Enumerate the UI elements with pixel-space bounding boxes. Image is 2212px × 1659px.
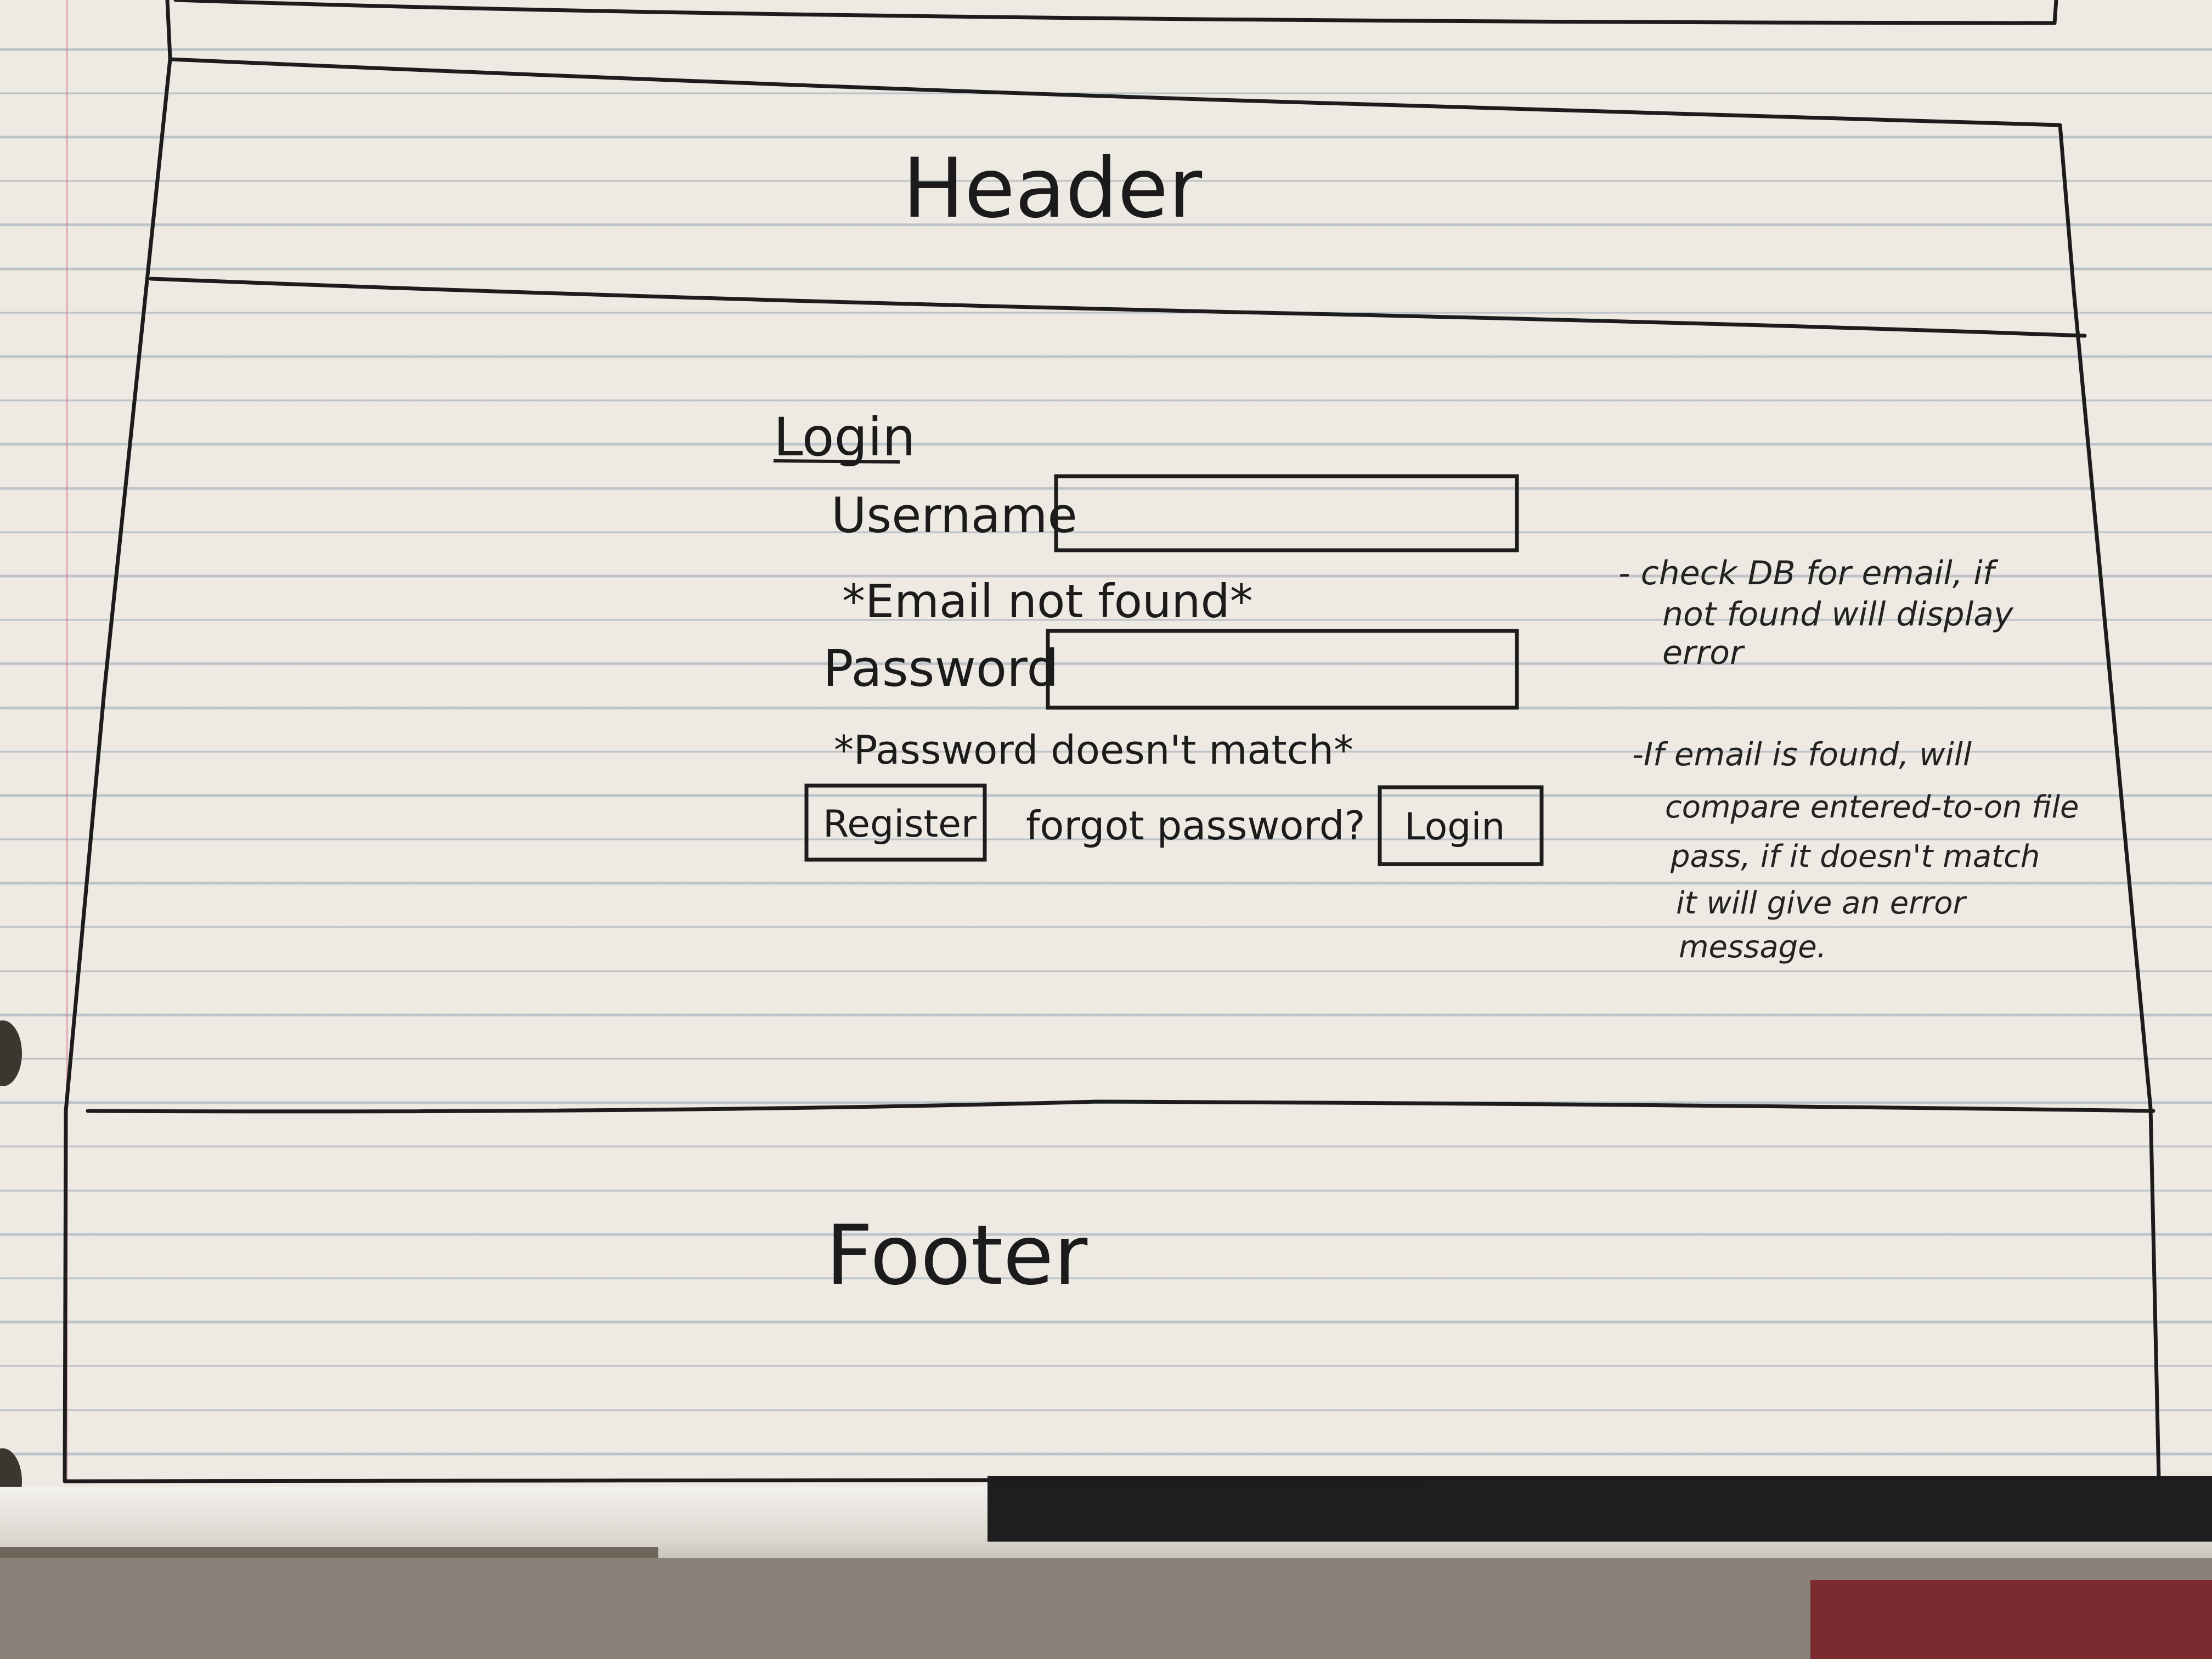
note-line: - check DB for email, if (1618, 554, 1999, 592)
footer-label: Footer (826, 1208, 1088, 1304)
footer-divider (86, 1099, 2155, 1114)
frame-right-edge (168, 57, 2161, 1481)
binder-cover (988, 1476, 2212, 1542)
note-line: error (1662, 634, 1745, 672)
login-button-label: Login (1404, 805, 1505, 849)
sheet-edge (0, 1487, 988, 1547)
forgot-password-link[interactable]: forgot password? (1026, 803, 1365, 849)
note-line: it will give an error (1676, 885, 1967, 921)
background-fabric-red (1810, 1580, 2212, 1659)
note-line: -If email is found, will (1632, 736, 1972, 773)
login-title: Login (774, 407, 916, 468)
note-email-check: - check DB for email, if not found will … (1618, 554, 2014, 672)
frame-left-top (165, 0, 172, 60)
register-button[interactable] (804, 783, 987, 862)
header-label: Header (902, 141, 1202, 236)
previous-frame-edge (173, 0, 2058, 25)
note-password-check: -If email is found, will compare entered… (1632, 736, 2079, 965)
header-divider (149, 276, 2087, 338)
password-error: *Password doesn't match* (834, 727, 1353, 773)
password-label: Password (823, 639, 1059, 698)
note-line: compare entered-to-on file (1665, 789, 2079, 825)
username-input[interactable] (1054, 474, 1519, 552)
register-button-label: Register (823, 803, 977, 846)
paper-margin-line (66, 0, 68, 1481)
username-error: *Email not found* (842, 574, 1253, 628)
note-line: pass, if it doesn't match (1670, 839, 2040, 874)
username-label: Username (831, 487, 1077, 544)
note-line: not found will display (1662, 595, 2014, 634)
notebook-paper (0, 0, 2212, 1514)
login-button[interactable] (1378, 785, 1544, 866)
password-input[interactable] (1046, 629, 1519, 710)
frame-left-bottom-edge (63, 57, 2161, 1483)
note-line: message. (1679, 929, 1826, 965)
login-title-underline (773, 459, 900, 464)
